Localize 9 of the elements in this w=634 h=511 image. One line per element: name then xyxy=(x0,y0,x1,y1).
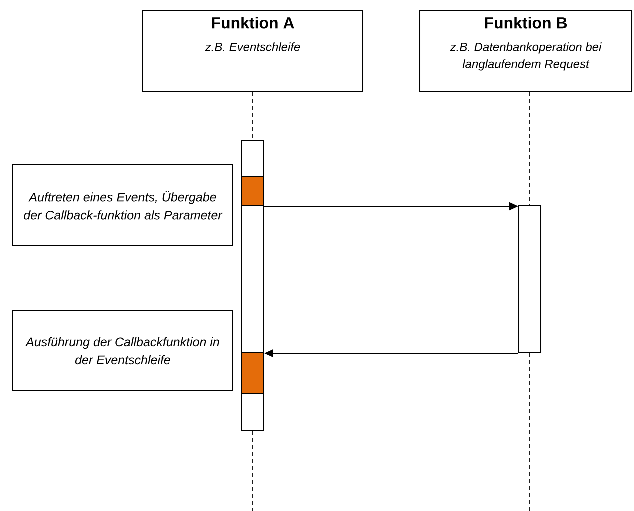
activation-bar xyxy=(518,206,542,354)
activation-block xyxy=(242,352,264,394)
note-box: Auftreten eines Events, Übergabe der Callback-funktion als Parameter xyxy=(12,164,234,246)
lifeline xyxy=(252,431,254,511)
lifeline-header-box: Funktion A z.B. Eventschleife xyxy=(142,10,364,92)
activation-block xyxy=(242,176,264,206)
lifeline-header-box: Funktion B z.B. Datenbankoperation bei langlaufendem Request xyxy=(420,10,632,92)
lifeline xyxy=(252,92,254,141)
note-box: Ausführung der Callbackfunktion in der Eventschleife xyxy=(12,310,234,392)
